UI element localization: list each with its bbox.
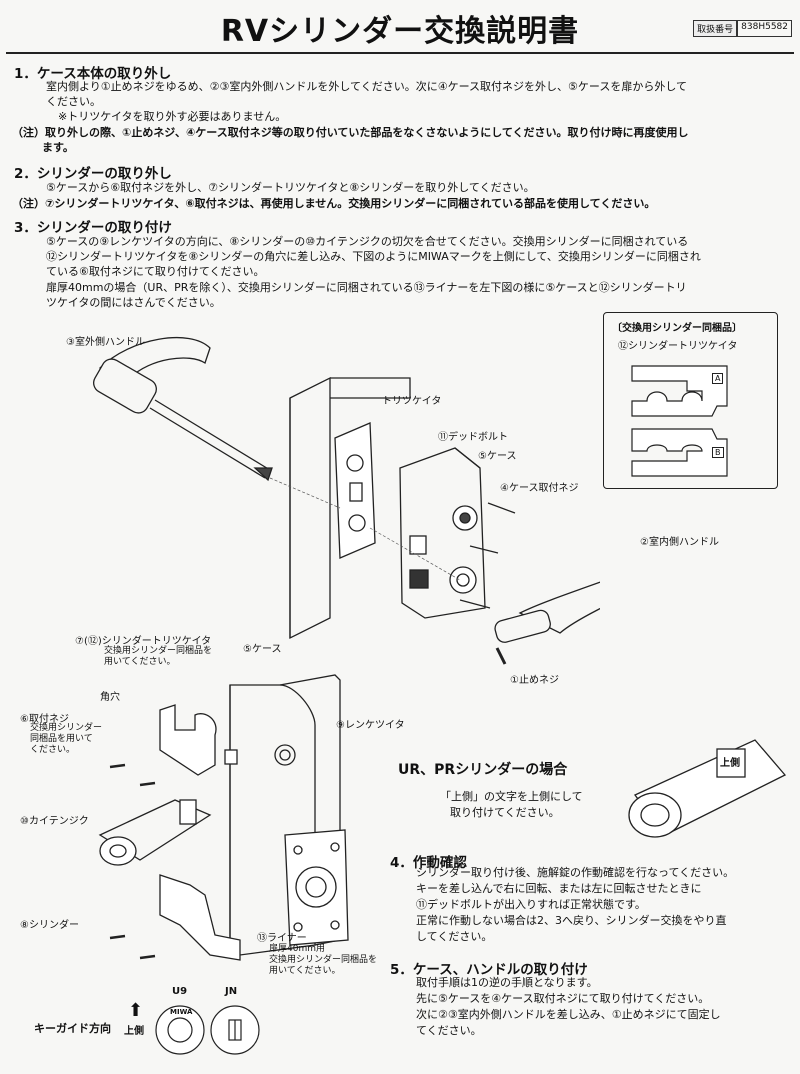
section-4-body-3: ⑪デッドボルトが出入りすれば正常状態です。 — [416, 898, 646, 911]
included-parts-box: 〔交換用シリンダー同梱品〕 ⑫シリンダートリツケイタ A B — [603, 312, 778, 489]
case-screw-label: ④ケース取付ネジ — [500, 483, 579, 494]
stop-screw-label: ①止めネジ — [510, 675, 559, 686]
liner-label-group: ⑬ライナー 扉厚40mm用 交換用シリンダー同梱品を 用いてください。 — [257, 933, 377, 977]
section-1-note-1: （注）取り外しの際、①止めネジ、④ケース取付ネジ等の取り付いていた部品をなくさな… — [12, 126, 689, 139]
section-1-body-3: ※トリツケイタを取り外す必要はありません。 — [58, 110, 287, 123]
ur-pr-heading: UR、PRシリンダーの場合 — [398, 762, 568, 778]
section-4-body-1: シリンダー取り付け後、施解錠の作動確認を行なってください。 — [416, 866, 735, 879]
section-1-body-1: 室内側より①止めネジをゆるめ、②③室内外側ハンドルを外してください。次に④ケース… — [46, 80, 687, 93]
section-3-body-4: 扉厚40mmの場合（UR、PRを除く）、交換用シリンダーに同梱されている⑬ライナ… — [46, 281, 687, 294]
key-guide-label: キーガイド方向 — [34, 1022, 111, 1035]
case-screw-drawing — [459, 502, 516, 609]
section-4-heading: 4．作動確認 — [390, 855, 467, 871]
section-3-body-3: ている⑥取付ネジにて取り付けてください。 — [46, 265, 265, 278]
section-5-body-2: 先に⑤ケースを④ケース取付ネジにて取り付けてください。 — [416, 992, 710, 1005]
section-5-body-3: 次に②③室内外側ハンドルを差し込み、①止めネジにて固定し — [416, 1008, 721, 1021]
included-parts-item: ⑫シリンダートリツケイタ — [618, 341, 738, 352]
lower-plate-drawing — [159, 874, 241, 961]
section-2-note: （注）⑦シリンダートリツケイタ、⑥取付ネジは、再使用しません。交換用シリンダーに… — [12, 197, 656, 210]
section-5-body-4: てください。 — [416, 1024, 482, 1037]
section-3-body-1: ⑤ケースの⑨レンケツイタの方向に、⑧シリンダーの⑩カイテンジクの切欠を合せてくだ… — [46, 235, 689, 248]
section-3-body-5: ツケイタの間にはさんでください。 — [46, 296, 221, 309]
inner-handle-drawing — [494, 581, 600, 643]
section-4-body-2: キーを差し込んで右に回転、または左に回転させたときに — [416, 882, 702, 895]
liner-note-3: 用いてください。 — [269, 966, 341, 976]
mount-screw-note: 交換用シリンダー 同梱品を用いて ください。 — [30, 723, 102, 756]
ur-pr-body-1: 「上側」の文字を上側にして — [440, 790, 583, 803]
deadbolt-label: ⑪デッドボルト — [438, 432, 508, 443]
link-plate-label: ⑨レンケツイタ — [336, 720, 405, 731]
section-4-body-4: 正常に作動しない場合は2、3へ戻り、シリンダー交換をやり直 — [416, 914, 727, 927]
case-label-lower: ⑤ケース — [243, 644, 282, 655]
upper-side-label: 上側 — [124, 1026, 144, 1037]
u9-label: U9 — [172, 986, 188, 997]
section-5-body-1: 取付手順は1の逆の手順となります。 — [416, 976, 598, 989]
ur-pr-cylinder-drawing — [628, 739, 787, 838]
ur-pr-body-2: 取り付けてください。 — [450, 806, 560, 819]
included-parts-title: 〔交換用シリンダー同梱品〕 — [612, 323, 742, 334]
handle-exploded-diagram — [93, 336, 600, 665]
section-2-heading: 2．シリンダーの取り外し — [14, 166, 172, 182]
plate-mark-a: A — [712, 373, 724, 384]
cylinder-plate-note: 交換用シリンダー同梱品を 用いてください。 — [104, 646, 212, 668]
title-divider — [6, 52, 794, 54]
section-4-body-5: してください。 — [416, 930, 493, 943]
section-2-body: ⑤ケースから⑥取付ネジを外し、⑦シリンダートリツケイタと⑧シリンダーを取り外して… — [46, 181, 535, 194]
rotation-shaft-label: ⑩カイテンジク — [20, 816, 89, 827]
cylinder-plate-note-1: 交換用シリンダー同梱品を — [104, 646, 213, 656]
inner-handle-label: ②室内側ハンドル — [640, 537, 719, 548]
cylinder-exploded-diagram — [98, 674, 349, 961]
liner-note-2: 交換用シリンダー同梱品を — [269, 955, 378, 965]
case-drawing — [399, 447, 486, 619]
mount-screws-drawing — [109, 763, 156, 960]
ue-kanji-label: 上側 — [720, 758, 740, 769]
section-5-heading: 5．ケース、ハンドルの取り付け — [390, 962, 588, 978]
section-1-heading: 1．ケース本体の取り外し — [14, 66, 172, 82]
mount-screw-note-1: 交換用シリンダー — [30, 723, 103, 733]
mounting-plate-drawing — [334, 422, 376, 559]
cylinder-label: ⑧シリンダー — [20, 920, 79, 931]
section-1-note-2: ます。 — [42, 141, 74, 154]
square-hole-label: 角穴 — [100, 692, 120, 703]
up-arrow-icon: ⬆ — [128, 1000, 144, 1021]
cylinder-plate-drawing — [631, 365, 728, 477]
door-drawing — [289, 376, 411, 640]
key-guide-diagram — [155, 1005, 260, 1055]
mount-screw-note-2: 同梱品を用いて — [30, 734, 93, 744]
outer-handle-label: ③室外側ハンドル — [66, 337, 145, 348]
toritsukeita-label: トリツケイタ — [382, 396, 442, 407]
liner-label: ⑬ライナー — [257, 933, 307, 944]
section-3-body-2: ⑫シリンダートリツケイタを⑧シリンダーの角穴に差し込み、下図のようにMIWAマー… — [46, 250, 701, 263]
cylinder-body-drawing — [98, 799, 212, 866]
case-label: ⑤ケース — [478, 451, 517, 462]
cylinder-plate-label: ⑦(⑫)シリンダートリツケイタ — [75, 636, 212, 647]
document-number-label: 取扱番号 — [693, 20, 738, 37]
liner-drawing — [284, 829, 349, 946]
section-3-heading: 3．シリンダーの取り付け — [14, 220, 172, 236]
mount-screw-label: ⑥取付ネジ — [20, 714, 69, 725]
page-title: RVシリンダー交換説明書 — [220, 14, 580, 49]
miwa-mark: MIWA — [170, 1008, 193, 1016]
upper-plate-drawing — [159, 704, 238, 776]
mount-screw-note-3: ください。 — [30, 745, 76, 755]
guide-lines — [269, 477, 461, 581]
cylinder-plate-note-2: 用いてください。 — [104, 657, 176, 667]
document-number: 取扱番号 838H5582 — [693, 20, 792, 37]
plate-mark-b: B — [712, 447, 724, 458]
stop-screw-drawing — [495, 647, 507, 665]
section-1-body-2: ください。 — [46, 95, 101, 108]
document-number-value: 838H5582 — [737, 20, 792, 37]
liner-note-1: 扉厚40mm用 — [269, 944, 325, 954]
outer-handle-drawing — [93, 336, 273, 482]
jn-label: JN — [225, 986, 238, 997]
